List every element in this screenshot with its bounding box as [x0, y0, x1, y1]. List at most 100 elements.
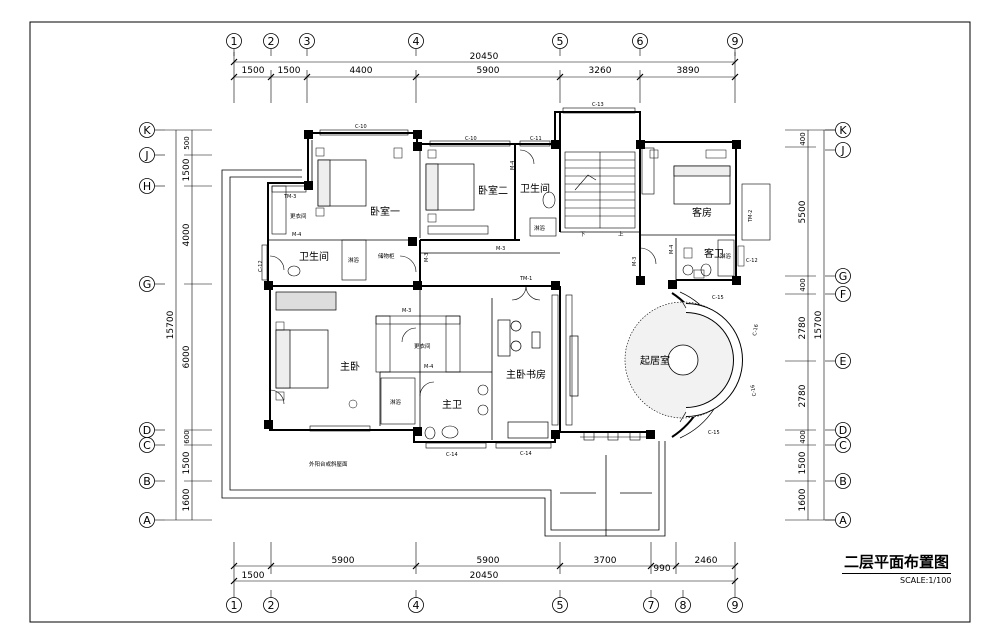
axis-bubble-right-label: F — [840, 288, 846, 301]
axis-bubble-bottom-circle — [727, 597, 743, 613]
dim-bottom-seg: 3700 — [594, 556, 617, 566]
dim-top-seg: 5900 — [477, 66, 500, 76]
room-label-master-bedroom: 主卧 — [340, 360, 360, 373]
axis-bubble-bottom-circle — [675, 597, 691, 613]
label-stair-up: 上 — [618, 230, 624, 238]
dim-right-seg: 1500 — [798, 451, 808, 474]
label-stair-down: 下 — [580, 231, 586, 238]
axis-bubble-left-circle — [139, 512, 155, 528]
dimension-ticks — [230, 58, 739, 585]
dim-right-seg: 400 — [799, 132, 807, 145]
dim-bottom-seg: 2460 — [695, 556, 718, 566]
axis-bubble-left-label: K — [143, 124, 151, 137]
dim-bottom-seg: 5900 — [332, 556, 355, 566]
dim-left-total: 15700 — [166, 310, 176, 339]
axis-bubble-bottom-label: 2 — [268, 599, 275, 612]
tag: M-3 — [632, 257, 638, 266]
axis-bubble-bottom-circle — [226, 597, 242, 613]
axis-bubble-top-label: 3 — [304, 35, 311, 48]
axis-bubble-right-label: J — [840, 144, 844, 157]
axis-bubble-top-circle — [263, 33, 279, 49]
wardrobes — [271, 147, 655, 373]
tag: TM-2 — [748, 210, 754, 223]
tag: M-4 — [292, 232, 301, 238]
axis-bubble-bottom-circle — [643, 597, 659, 613]
tag: M-3 — [402, 308, 411, 314]
axis-bubble-left-label: B — [143, 475, 151, 488]
axis-bubble-top-label: 1 — [231, 35, 238, 48]
label-shower: 淋浴 — [534, 224, 546, 232]
tag: TM-1 — [519, 276, 532, 282]
axis-bubble-top-label: 9 — [732, 35, 739, 48]
room-label-bedroom-one: 卧室一 — [370, 205, 400, 218]
axis-bubble-top-label: 2 — [268, 35, 275, 48]
study-furniture — [497, 319, 579, 439]
axis-bubble-right-circle — [835, 268, 851, 284]
minor-labels: 更衣间 更衣间 淋浴 淋浴 淋浴 淋浴 储物柜 外阳台或斜屋面 下 上 — [290, 212, 732, 468]
axis-bubble-right-label: B — [839, 475, 847, 488]
axis-bubble-bottom-label: 5 — [557, 599, 564, 612]
label-storage: 储物柜 — [378, 252, 395, 260]
axis-bubble-right-circle — [835, 286, 851, 302]
windows — [261, 107, 771, 449]
room-label-bathroom: 卫生间 — [520, 182, 550, 195]
tag: M-4 — [510, 161, 516, 170]
axis-bubble-right-label: G — [839, 270, 848, 283]
axis-bubble-top-circle — [552, 33, 568, 49]
axis-bubble-top-circle — [632, 33, 648, 49]
axis-bubble-left-circle — [139, 437, 155, 453]
axis-bubble-left-circle — [139, 178, 155, 194]
tag: TM-3 — [283, 194, 296, 200]
dim-left-seg: 1500 — [182, 451, 192, 474]
drawing-frame — [29, 21, 971, 623]
tag: M-4 — [669, 245, 675, 254]
tag: C-10 — [465, 136, 477, 142]
axis-bubble-left-circle — [139, 473, 155, 489]
dim-top-seg: 1500 — [242, 66, 265, 76]
bathroom-fixtures — [287, 191, 735, 440]
axis-bubble-right-label: K — [839, 124, 847, 137]
axis-bubble-right-label: D — [839, 424, 847, 437]
label-cloakroom: 更衣间 — [290, 212, 307, 220]
dim-bottom-seg: 1500 — [242, 571, 265, 581]
axis-bubble-right-circle — [835, 353, 851, 369]
dim-right-seg: 400 — [799, 430, 807, 443]
axis-bubble-top-label: 4 — [413, 35, 420, 48]
interior-walls — [269, 140, 736, 440]
dimension-text: 20450 1500 1500 4400 5900 3260 3890 1500… — [166, 52, 824, 581]
label-terrace: 外阳台或斜屋面 — [309, 460, 348, 468]
axis-bubble-bottom-label: 4 — [413, 599, 420, 612]
axis-bubble-right-label: A — [839, 514, 847, 527]
axis-bubble-bottom-circle — [408, 597, 424, 613]
label-shower: 淋浴 — [348, 256, 360, 264]
room-labels: 卧室一 卧室二 卫生间 卫生间 客房 客卫 主卧 主卫 主卧书房 起居室 — [299, 182, 724, 411]
terrace-outline — [221, 169, 666, 537]
dim-top-total: 20450 — [470, 52, 499, 62]
tag: C-12 — [258, 260, 264, 272]
axis-bubble-bottom-circle — [552, 597, 568, 613]
room-label-guest-room: 客房 — [692, 206, 712, 219]
dim-left-seg: 600 — [183, 430, 191, 443]
dim-top-seg: 3890 — [677, 66, 700, 76]
tag: C-10 — [355, 124, 367, 130]
tag: C-12 — [746, 258, 758, 264]
small-fixtures — [275, 147, 745, 409]
living-room-round — [580, 291, 743, 441]
axis-bubble-right-circle — [835, 122, 851, 138]
axis-bubble-left-label: D — [143, 424, 151, 437]
axis-bubble-bottom-label: 9 — [732, 599, 739, 612]
axis-bubble-top-label: 5 — [557, 35, 564, 48]
axis-bubble-top-circle — [727, 33, 743, 49]
structural-columns — [264, 130, 741, 439]
room-label-bathroom: 卫生间 — [299, 250, 329, 263]
dim-top-seg: 4400 — [350, 66, 373, 76]
axis-bubble-right-circle — [835, 473, 851, 489]
axis-bubble-left-circle — [139, 276, 155, 292]
axis-bubble-right-circle — [835, 142, 851, 158]
axis-bubble-left-label: A — [143, 514, 151, 527]
dim-right-total: 15700 — [814, 310, 824, 339]
tag: C-13 — [592, 102, 604, 108]
axis-bubble-top-label: 6 — [637, 35, 644, 48]
dim-bottom-seg: 990 — [653, 564, 670, 574]
